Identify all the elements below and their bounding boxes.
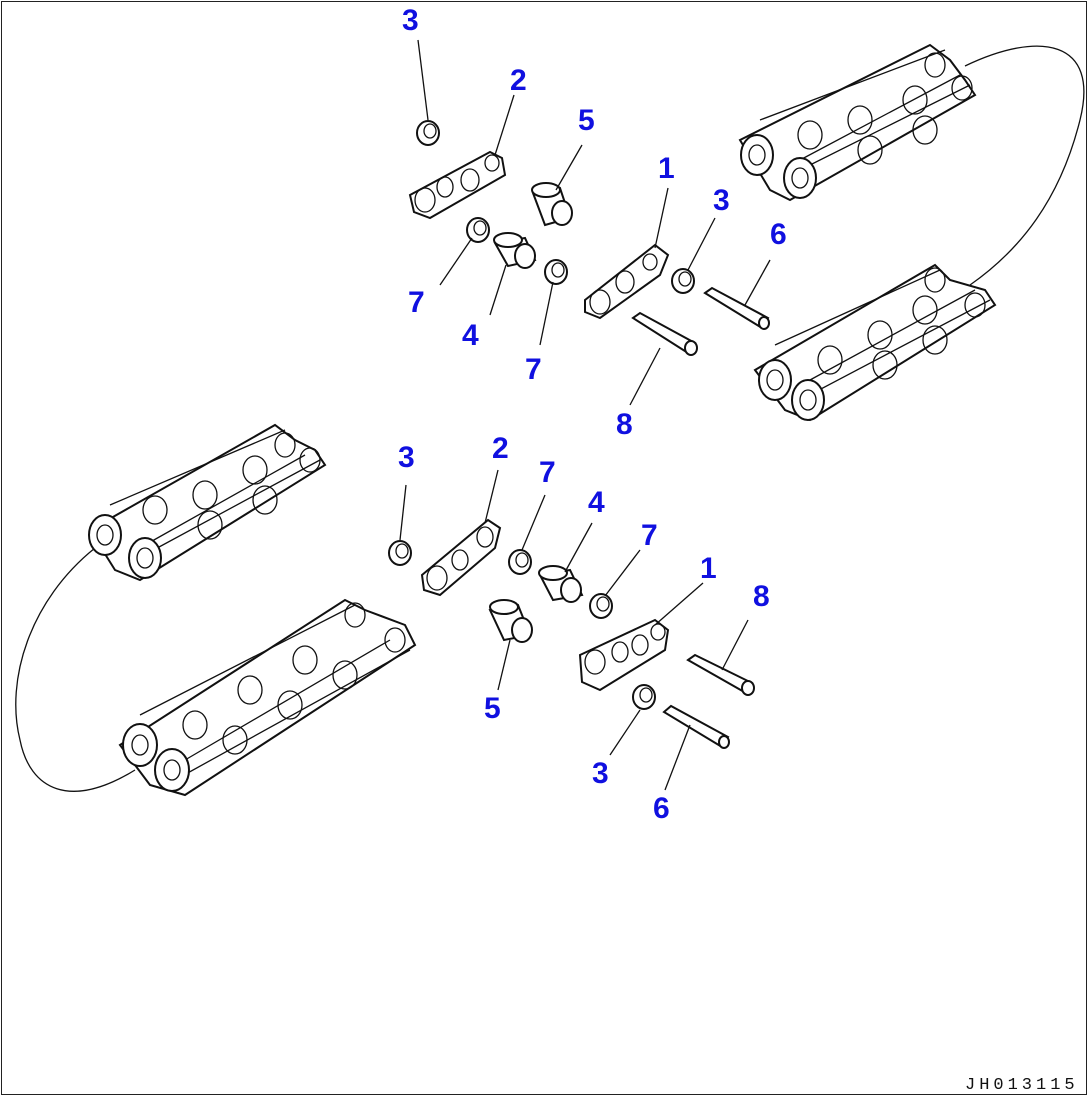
seal-part-3-upper-a <box>416 120 440 146</box>
callout-3: 3 <box>398 441 415 474</box>
callout-2: 2 <box>510 64 527 97</box>
seal-part-7-lower-b <box>589 593 613 619</box>
callout-labels: 3 2 5 1 3 6 7 4 7 8 3 2 7 4 7 1 8 5 3 6 <box>398 4 787 825</box>
pin-part-8-lower <box>686 653 755 696</box>
drawing-number: JH013115 <box>965 1076 1079 1095</box>
callout-7: 7 <box>641 519 658 552</box>
chain-loop-line-lower <box>15 547 136 792</box>
callout-6: 6 <box>770 218 787 251</box>
seal-part-7-upper-a <box>466 217 490 243</box>
link-part-2-lower <box>420 518 502 597</box>
track-chain-section-lower-left-bottom <box>118 598 417 797</box>
callout-5: 5 <box>578 104 595 137</box>
callout-7: 7 <box>525 353 542 386</box>
pin-part-6-upper <box>703 286 770 330</box>
seal-part-3-lower-b <box>632 684 656 710</box>
track-chain-section-lower-left-top <box>88 423 327 582</box>
callout-8: 8 <box>753 580 770 613</box>
pin-part-8-upper <box>631 311 698 356</box>
link-part-1-lower <box>578 618 670 692</box>
track-chain-section-upper-right-bottom <box>753 263 997 422</box>
bushing-part-4-lower <box>538 565 584 603</box>
callout-1: 1 <box>700 552 717 585</box>
callout-5: 5 <box>484 692 501 725</box>
bushing-part-5-upper <box>531 182 573 227</box>
seal-part-7-upper-b <box>544 259 568 285</box>
seal-part-7-lower-a <box>508 549 532 575</box>
seal-part-3-upper-b <box>671 268 695 294</box>
callout-3: 3 <box>713 184 730 217</box>
callout-3: 3 <box>402 4 419 37</box>
link-part-2-upper <box>408 150 507 220</box>
pin-part-6-lower <box>662 704 730 749</box>
bushing-part-5-lower <box>488 599 533 643</box>
link-part-1-upper <box>584 243 670 320</box>
callout-8: 8 <box>616 408 633 441</box>
seal-part-3-lower-a <box>388 540 412 566</box>
track-chain-section-upper-right-top <box>738 43 977 202</box>
callout-2: 2 <box>492 432 509 465</box>
callout-6: 6 <box>653 792 670 825</box>
callout-7: 7 <box>539 456 556 489</box>
leader-lines <box>399 39 771 791</box>
callout-7: 7 <box>408 286 425 319</box>
callout-4: 4 <box>588 486 605 519</box>
callout-1: 1 <box>658 152 675 185</box>
bushing-part-4-upper <box>493 232 537 269</box>
chain-loop-line-upper <box>964 45 1085 286</box>
callout-4: 4 <box>462 319 479 352</box>
callout-3: 3 <box>592 757 609 790</box>
